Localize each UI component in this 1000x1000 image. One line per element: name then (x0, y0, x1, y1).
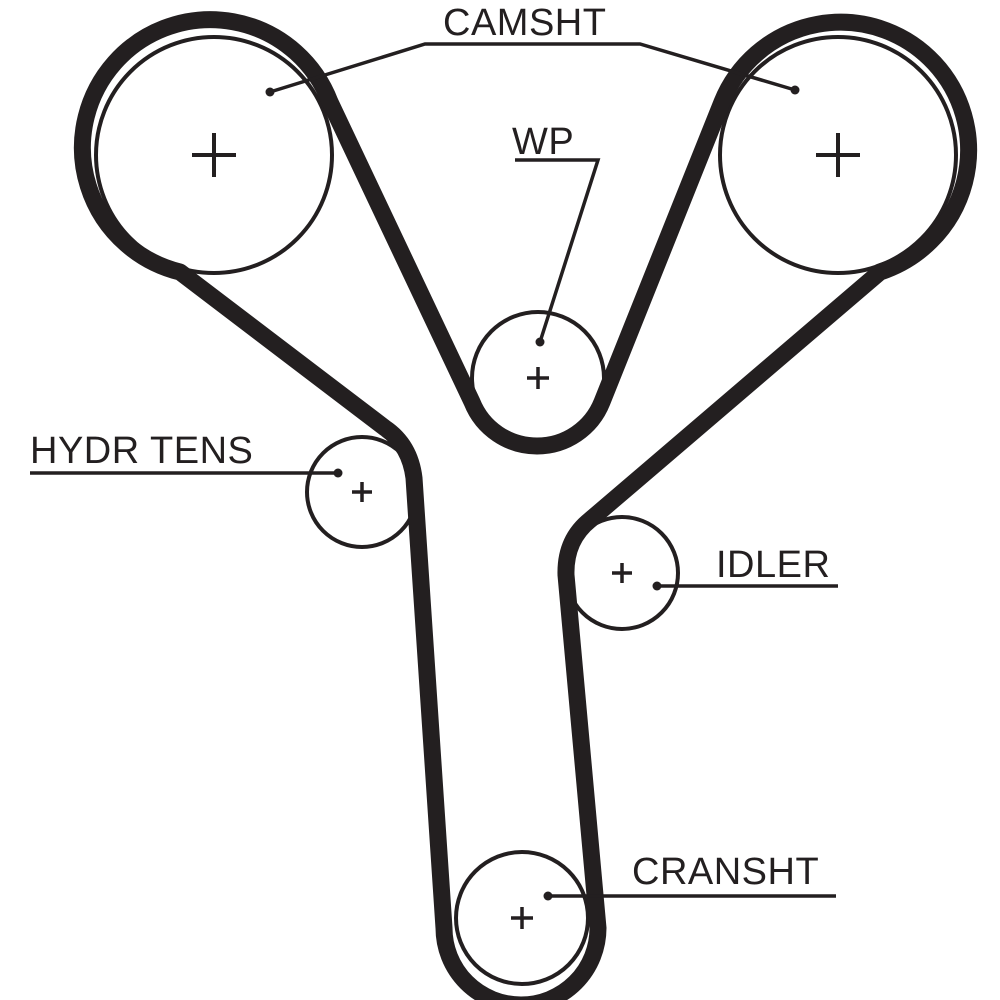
leader-crankshaft-dot (543, 891, 553, 901)
leader-camshaft-left-dot (790, 85, 800, 95)
leader-water-pump-dot (535, 337, 545, 347)
pulley-centers (192, 133, 860, 929)
center-mark-camshaft-left (192, 133, 236, 177)
timing-belt-path (73, 11, 978, 1000)
label-hydraulic-tensioner: HYDR TENS (30, 430, 253, 472)
center-mark-camshaft-right (816, 133, 860, 177)
label-leaders (30, 42, 838, 901)
leader-camshaft-left-dot (265, 87, 275, 97)
label-idler: IDLER (716, 544, 830, 586)
center-mark-idler (612, 563, 632, 583)
center-mark-crankshaft (511, 907, 533, 929)
label-crankshaft: CRANSHT (632, 851, 819, 893)
leader-idler-dot (652, 581, 662, 591)
timing-belt (73, 11, 978, 1000)
center-mark-water-pump (527, 367, 549, 389)
labels: CAMSHT WP HYDR TENS IDLER CRANSHT (30, 2, 830, 893)
pulleys (94, 35, 958, 986)
label-camshaft: CAMSHT (443, 2, 606, 44)
leader-water-pump (515, 158, 601, 343)
center-mark-hydraulic-tensioner (352, 482, 372, 502)
leader-camshaft-left (269, 42, 796, 94)
label-water-pump: WP (512, 121, 574, 163)
leader-hydraulic-tensioner-dot (333, 468, 343, 478)
